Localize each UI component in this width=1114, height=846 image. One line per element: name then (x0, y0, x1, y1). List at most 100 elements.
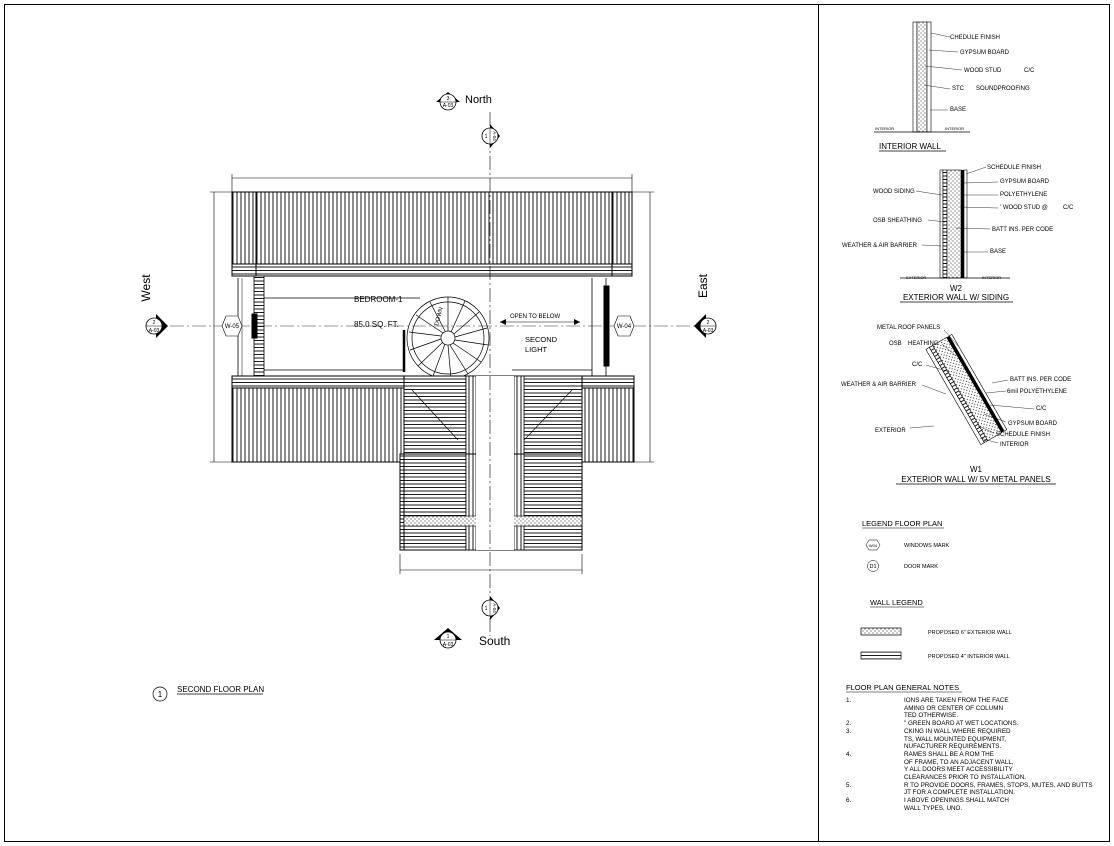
svg-text:HEATHING: HEATHING (908, 341, 939, 347)
note-text: CKING IN WALL WHERE REQUIRED (904, 727, 1011, 735)
svg-text:GYPSUM BOARD: GYPSUM BOARD (1008, 421, 1058, 427)
note-text: OF FRAME, TO AN ADJACENT WALL, (904, 758, 1014, 766)
plan-title-block: 1 SECOND FLOOR PLAN (152, 685, 264, 702)
svg-text:INTERIOR: INTERIOR (875, 126, 894, 131)
window-tag-east: W-04 (613, 315, 635, 337)
direction-west: West (139, 274, 153, 302)
note-number (846, 805, 904, 813)
svg-text:BATT INS. PER CODE: BATT INS. PER CODE (992, 227, 1053, 233)
svg-text:INTERIOR: INTERIOR (1000, 442, 1029, 448)
note-number (846, 736, 904, 744)
svg-text:EXTERIOR: EXTERIOR (906, 275, 927, 280)
note-text: TS, WALL MOUNTED EQUIPMENT, (904, 735, 1007, 743)
section-marker-east: 2 A-03 East (694, 273, 717, 338)
svg-text:W-05: W-05 (225, 324, 240, 330)
note-text: JT FOR A COMPLETE INSTALLATION. (904, 789, 1015, 797)
note-number (846, 789, 904, 797)
note-line: 4.RAMES SHALL BE A ROM THE (846, 751, 1106, 759)
notes-title: FLOOR PLAN GENERAL NOTES (846, 683, 959, 692)
svg-text:3: 3 (447, 96, 450, 102)
svg-text:6mil POLYETHYLENE: 6mil POLYETHYLENE (1007, 389, 1067, 395)
note-line: 3. CKING IN WALL WHERE REQUIRED (846, 728, 1106, 736)
sheet-divider (818, 4, 819, 842)
note-number (846, 774, 904, 782)
note-line: 1. IONS ARE TAKEN FROM THE FACE (846, 697, 1106, 705)
svg-text:C/C: C/C (1036, 406, 1047, 412)
svg-text:WEATHER & AIR BARRIER: WEATHER & AIR BARRIER (842, 243, 918, 249)
note-number (846, 712, 904, 720)
svg-text:INTERIOR: INTERIOR (982, 275, 1001, 280)
note-text: IONS ARE TAKEN FROM THE FACE (904, 697, 1009, 704)
legend-floor-plan: LEGEND FLOOR PLAN W04 WINDOWS MARK D1 DO… (860, 519, 1012, 660)
note-number (846, 766, 904, 774)
note-number: 3. (846, 727, 852, 735)
section-marker-vertical-top: 1 A-04 (481, 124, 500, 148)
note-line: OF FRAME, TO AN ADJACENT WALL, (846, 759, 1106, 767)
svg-text:LEGEND FLOOR PLAN: LEGEND FLOOR PLAN (862, 519, 942, 528)
note-text: TED OTHERWISE. (904, 712, 959, 720)
direction-east: East (696, 273, 710, 298)
note-line: JT FOR A COMPLETE INSTALLATION. (846, 789, 1106, 797)
detail-interior-wall: CHEDULE FINISH GYPSUM BOARD WOOD STUD C/… (874, 21, 1035, 152)
plan-title: SECOND FLOOR PLAN (177, 685, 264, 694)
note-text: WALL TYPES, UNO. (904, 804, 963, 812)
note-line: WALL TYPES, UNO. (846, 805, 1106, 813)
svg-text:A-03: A-03 (703, 328, 714, 334)
note-line: CLEARANCES PRIOR TO INSTALLATION. (846, 774, 1106, 782)
drawing-sheet-border (4, 4, 1110, 842)
note-number: 6. (846, 797, 852, 805)
svg-text:W2: W2 (950, 284, 963, 293)
section-marker-vertical-bottom: 1 A-04 (481, 596, 500, 620)
detail-title-w1: EXTERIOR WALL W/ 5V METAL PANELS (901, 475, 1051, 484)
window-mark-tag: W04 (869, 543, 878, 548)
note-number (846, 759, 904, 767)
note-text: R TO PROVIDE DOORS, FRAMES, STOPS, MUTES… (904, 781, 1093, 789)
svg-text:C/C: C/C (1024, 68, 1035, 74)
svg-text:A-04: A-04 (492, 603, 497, 613)
note-number: 5. (846, 781, 852, 789)
svg-text:C/C: C/C (1063, 205, 1074, 211)
door-mark-tag: D1 (869, 564, 876, 570)
svg-text:A-03: A-03 (443, 103, 454, 109)
svg-text:1: 1 (447, 634, 450, 640)
note-line: 5. R TO PROVIDE DOORS, FRAMES, STOPS, MUT… (846, 782, 1106, 790)
svg-text:OSB SHEATHING: OSB SHEATHING (873, 218, 922, 224)
second-light-label-2: LIGHT (525, 345, 548, 354)
spiral-stair (406, 296, 490, 380)
svg-text:C/C: C/C (912, 362, 923, 368)
note-number: 1. (846, 697, 852, 704)
svg-text:OSB: OSB (889, 341, 902, 347)
section-marker-west: 2 A-03 West (139, 274, 168, 338)
svg-text:WOOD STUD: WOOD STUD (964, 68, 1002, 74)
svg-text:2: 2 (707, 320, 710, 326)
svg-text:CHEDULE FINISH: CHEDULE FINISH (950, 35, 1000, 41)
room-name: BEDROOM-1 (354, 295, 403, 304)
note-number: 2. (846, 720, 852, 728)
note-number (846, 743, 904, 751)
svg-text:GYPSUM BOARD: GYPSUM BOARD (1000, 179, 1050, 185)
svg-text:EXTERIOR: EXTERIOR (875, 428, 906, 434)
note-text: I ABOVE OPENINGS SHALL MATCH (904, 797, 1009, 805)
note-line: AMING OR CENTER OF COLUMN (846, 705, 1106, 713)
svg-text:POLYETHYLENE: POLYETHYLENE (1000, 192, 1047, 198)
svg-text:2: 2 (153, 320, 156, 326)
note-number: 4. (846, 750, 852, 758)
note-line: 2." GREEN BOARD AT WET LOCATIONS. (846, 720, 1106, 728)
note-number (846, 705, 904, 713)
note-line: NUFACTURER REQUIREMENTS. (846, 743, 1106, 751)
svg-text:W1: W1 (970, 465, 983, 474)
floor-plan (170, 112, 712, 636)
note-text: Y ALL DOORS MEET ACCESSIBILITY (904, 766, 1013, 774)
detail-w2: SCHEDULE FINISH GYPSUM BOARD POLYETHYLEN… (842, 165, 1074, 303)
svg-text:BATT INS. PER CODE: BATT INS. PER CODE (1010, 377, 1071, 383)
note-text: NUFACTURER REQUIREMENTS. (904, 743, 1002, 751)
section-marker-north: 3 A-03 North (436, 92, 492, 111)
svg-text:PROPOSED 4" INTERIOR WALL: PROPOSED 4" INTERIOR WALL (928, 654, 1010, 660)
note-line: TED OTHERWISE. (846, 712, 1106, 720)
svg-text:W-04: W-04 (617, 324, 632, 330)
svg-text:' WOOD STUD @: ' WOOD STUD @ (1000, 205, 1048, 211)
room-area: 85.0 SQ. FT. (354, 320, 399, 329)
second-light-label-1: SECOND (525, 335, 558, 344)
direction-north: North (465, 94, 492, 106)
